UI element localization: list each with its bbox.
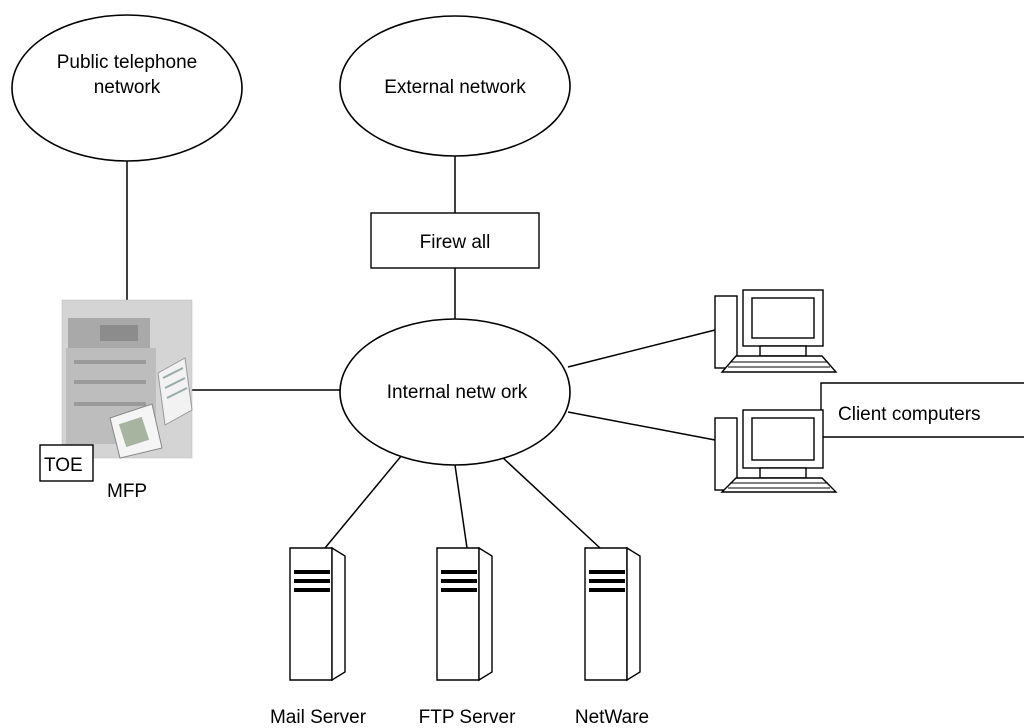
client-computer-icon: [714, 409, 838, 493]
external-network-label: External network: [384, 77, 526, 98]
ftp-server-label: FTP Server: [419, 707, 516, 728]
mail-server-icon: [289, 546, 346, 682]
internal-network-node: Internal netw ork: [339, 318, 571, 466]
firewall-node: Firew all: [370, 212, 540, 269]
edge-internal-mail-server: [324, 454, 403, 549]
internal-network-label: Internal netw ork: [387, 382, 528, 403]
client-computers-callout: Client computers: [820, 382, 1024, 438]
netware-server-icon: [584, 546, 641, 682]
external-network-node: External network: [339, 15, 571, 157]
edge-internal-client-2: [567, 411, 716, 441]
public-telephone-label-line2: network: [94, 77, 161, 98]
public-telephone-network-node: Public telephone network: [11, 14, 243, 162]
client-computers-label: Client computers: [838, 404, 981, 425]
edge-internal-client-1: [567, 329, 716, 368]
public-telephone-label-line1: Public telephone: [57, 52, 198, 73]
mfp-printer-icon: [61, 299, 193, 459]
mfp-label: MFP: [107, 481, 147, 502]
mail-server-label: Mail Server: [270, 707, 367, 728]
toe-label-box: TOE: [39, 444, 94, 482]
toe-label: TOE: [44, 455, 83, 476]
client-computer-icon: [714, 289, 838, 373]
firewall-label: Firew all: [420, 232, 491, 253]
netware-label: NetWare: [575, 707, 649, 728]
edge-internal-ftp-server: [454, 464, 468, 549]
ftp-server-icon: [436, 546, 493, 682]
edge-internal-netware: [501, 456, 601, 549]
